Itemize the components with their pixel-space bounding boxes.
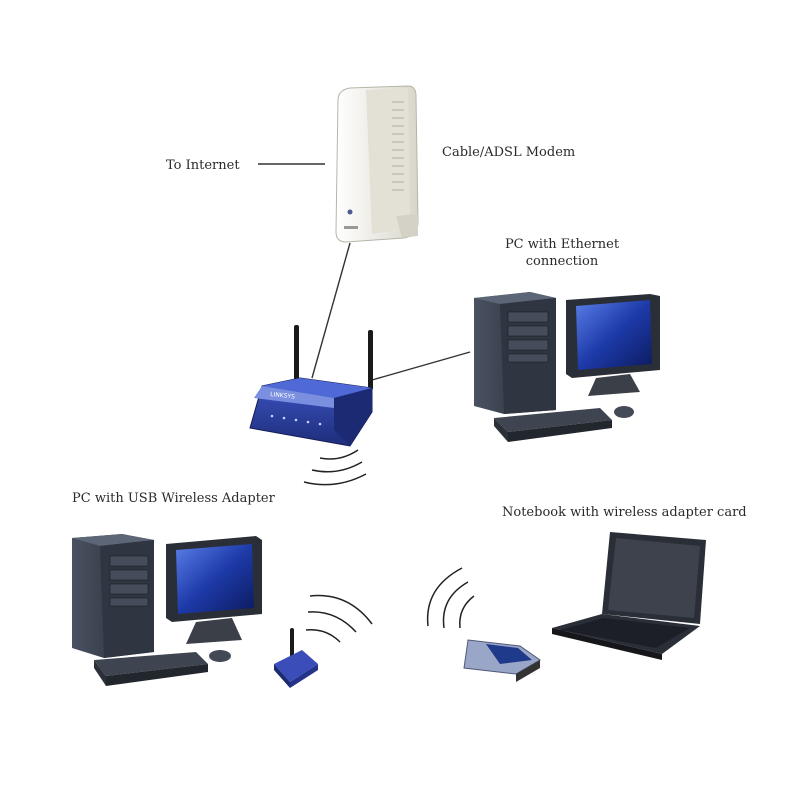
pc-card-icon xyxy=(463,639,541,682)
desktop-pc-icon xyxy=(474,292,556,414)
pc-usb xyxy=(72,534,373,688)
notebook xyxy=(426,532,706,682)
keyboard-icon xyxy=(494,408,612,442)
modem-router-cable xyxy=(311,242,351,379)
pc-ethernet-label-line2: connection xyxy=(525,254,599,269)
laptop-icon xyxy=(552,532,706,660)
monitor-icon xyxy=(566,294,660,396)
wireless-signal-icon xyxy=(305,594,373,643)
to-internet-label: To Internet xyxy=(166,158,240,173)
monitor-icon xyxy=(166,536,262,644)
pc-ethernet-label: PC with Ethernet connection xyxy=(500,236,624,270)
desktop-pc-icon xyxy=(72,534,154,658)
router-icon: LINKSYS xyxy=(249,325,373,447)
modem-icon xyxy=(335,85,419,243)
pc-ethernet-label-line1: PC with Ethernet xyxy=(504,237,620,252)
notebook-label: Notebook with wireless adapter card xyxy=(502,505,747,520)
wireless-signal-icon xyxy=(426,567,475,629)
usb-wireless-adapter-icon xyxy=(274,628,318,688)
mouse-icon xyxy=(209,650,231,662)
router-pc-cable xyxy=(371,351,471,381)
svg-text:LINKSYS: LINKSYS xyxy=(270,391,296,401)
mouse-icon xyxy=(614,406,634,418)
connection-lines xyxy=(258,163,471,381)
keyboard-icon xyxy=(94,652,208,686)
pc-usb-label: PC with USB Wireless Adapter xyxy=(72,491,275,506)
wireless-signal-icon xyxy=(303,449,367,486)
modem-label: Cable/ADSL Modem xyxy=(442,145,576,160)
pc-ethernet xyxy=(474,292,660,442)
